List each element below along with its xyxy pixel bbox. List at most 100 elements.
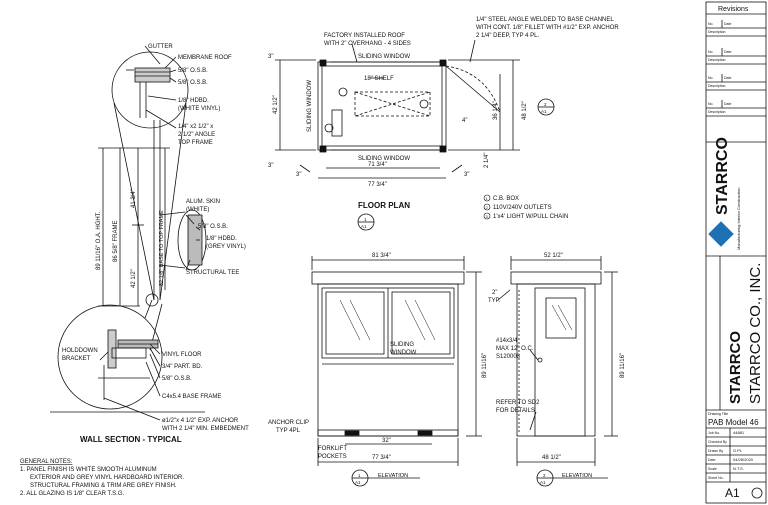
- label-osb-roof-1: 5/8" O.S.B.: [178, 68, 208, 74]
- note-line-3: STRUCTURAL FRAMING & TRIM ARE GREY FINIS…: [30, 483, 177, 489]
- label-anchor-2: WITH 2 1/4" MIN. EMBEDMENT: [162, 426, 249, 432]
- fe-fork-2: POCKETS: [318, 454, 347, 460]
- roof-detail-circle: [111, 51, 189, 129]
- label-membrane: MEMBRANE ROOF: [178, 55, 232, 61]
- company-full: STARRCO CO., INC.: [747, 263, 764, 404]
- label-gutter: GUTTER: [148, 44, 173, 50]
- label-osb-roof-2: 5/8" O.S.B.: [178, 80, 208, 86]
- fp-marker-sheet: A1: [361, 224, 367, 229]
- fp-dim-3c: 3": [296, 172, 301, 178]
- wall-section-title: WALL SECTION - TYPICAL: [80, 435, 182, 444]
- job-label: Job No.: [708, 431, 720, 435]
- rev-no-1: No.: [708, 22, 713, 26]
- logo-tagline: Manufacturing Interior Construction: [736, 188, 741, 250]
- date-value: 04/28/2020: [733, 457, 754, 462]
- drawn-value: G.PL: [733, 448, 743, 453]
- sliding-bottom: SLIDING WINDOW: [358, 156, 410, 162]
- se-typ-2: TYP.: [488, 298, 501, 304]
- se-height: 89 11/16": [620, 353, 626, 378]
- dim-41: 41 3/4": [131, 189, 137, 208]
- se-screw-1: #14x3/4: [496, 338, 518, 344]
- rev-desc-2: Description: [708, 58, 726, 62]
- se-dim-48: 48 1/2": [542, 455, 561, 461]
- label-partbd: 3/4" PART. BD.: [162, 364, 203, 370]
- se-typ-1: 2": [492, 290, 497, 296]
- sliding-left: SLIDING WINDOW: [307, 80, 313, 132]
- label-osb-floor: 5/8" O.S.B.: [162, 376, 192, 382]
- rev-desc-1: Description: [708, 30, 726, 34]
- fe-dim-77: 77 3/4": [372, 455, 391, 461]
- starrco-logo: STARRCO Manufacturing Interior Construct…: [708, 137, 764, 253]
- fp-dim-4: 4": [462, 118, 467, 124]
- side-marker-num: 2: [544, 102, 547, 107]
- fe-fork-1: FORKLIFT: [318, 446, 347, 452]
- legend-num-3: 3: [486, 214, 489, 219]
- fe-dim-32: 32": [382, 438, 391, 444]
- rev-desc-3: Description: [708, 84, 726, 88]
- rev-date-2: Date: [724, 50, 731, 54]
- label-hdbd-grey-1: 1/8" HDBD.: [206, 236, 237, 242]
- angle-note-3: 2 1/4" DEEP, TYP 4 PL.: [476, 33, 540, 39]
- door: [534, 287, 586, 437]
- legend-item-3: 1'x4' LIGHT W/PULL CHAIN: [493, 214, 568, 220]
- dim-overall: 89 11/16" O.A. HGHT.: [96, 211, 102, 270]
- se-marker-sheet: A1: [540, 480, 546, 485]
- job-value: 44881: [733, 430, 745, 435]
- label-hdbd-white: 1/8" HDBD.: [178, 98, 209, 104]
- label-hdbd-grey-2: (GREY VINYL): [206, 244, 246, 250]
- company-small: STARRCO: [727, 331, 744, 404]
- fe-marker-num: 1: [358, 473, 361, 478]
- fe-width: 81 3/4": [372, 253, 391, 259]
- note-line-2: EXTERIOR AND GREY VINYL HARDBOARD INTERI…: [30, 475, 184, 481]
- side-elevation-drawing: [497, 256, 618, 487]
- label-osb-wall: 5/8" O.S.B.: [198, 224, 228, 230]
- drawing-title-label: Drawing Title: [708, 412, 728, 416]
- title-block-frame: [705, 1, 767, 504]
- fe-title: ELEVATION: [378, 473, 408, 479]
- roof-note-1: FACTORY INSTALLED ROOF: [324, 33, 405, 39]
- label-base: C4x5.4 BASE FRAME: [162, 394, 221, 400]
- label-angle-1: 1/4" x2 1/2" x: [178, 124, 213, 130]
- rev-no-3: No.: [708, 76, 713, 80]
- se-title: ELEVATION: [562, 473, 592, 479]
- note-line-4: 2. ALL GLAZING IS 1/8" CLEAR T.S.G.: [20, 491, 125, 497]
- floor-plan-title: FLOOR PLAN: [358, 201, 410, 210]
- legend-num-1: 1: [486, 196, 489, 201]
- fe-marker-sheet: A1: [355, 480, 361, 485]
- label-angle-3: TOP FRAME: [178, 140, 213, 146]
- label-vinyl: VINYL FLOOR: [162, 352, 202, 358]
- drawing-title: PAB Model 46: [708, 418, 759, 427]
- side-roof: [510, 271, 602, 285]
- dim-82: 82 1/8" BASE TO TOP FRAME: [159, 210, 165, 286]
- se-refer-1: REFER TO SD2: [496, 400, 540, 406]
- rev-date-1: Date: [724, 22, 731, 26]
- scale-label: Scale: [708, 467, 717, 471]
- fp-dim-3a: 3": [268, 163, 273, 169]
- dim-42: 42 1/2": [131, 269, 137, 288]
- fp-dim-2: 2 1/4": [484, 153, 490, 168]
- fe-anchor-1: ANCHOR CLIP: [268, 420, 309, 426]
- rev-no-4: No.: [708, 102, 713, 106]
- fp-dim-36: 36 1/4": [493, 101, 499, 120]
- rev-desc-4: Description: [708, 110, 726, 114]
- fp-marker-num: 1: [364, 217, 367, 222]
- legend-item-1: C.B. BOX: [493, 196, 519, 202]
- shelf-label: 18" SHELF: [364, 76, 394, 82]
- dim-86: 86 5/8" FRAME: [113, 221, 119, 262]
- se-width: 52 1/2": [544, 253, 563, 259]
- label-holddown-2: BRACKET: [62, 356, 91, 362]
- fp-dim-3b: 3": [268, 54, 273, 60]
- fp-dim-71: 71 3/4": [368, 162, 387, 168]
- checked-label: Checked By: [708, 440, 727, 444]
- label-holddown-1: HOLDDOWN: [62, 348, 98, 354]
- fp-dim-77: 77 3/4": [368, 182, 387, 188]
- note-line-1: 1. PANEL FINISH IS WHITE SMOOTH ALUMINUM: [20, 467, 157, 473]
- fe-anchor-2: TYP 4PL: [276, 428, 301, 434]
- notes-title: GENERAL NOTES:: [20, 459, 73, 465]
- se-screw-2: MAX 12" O.C.: [496, 346, 534, 352]
- rev-date-3: Date: [724, 76, 731, 80]
- wall-section: [50, 45, 207, 421]
- logo-text: STARRCO: [714, 137, 731, 215]
- front-roof: [311, 271, 465, 285]
